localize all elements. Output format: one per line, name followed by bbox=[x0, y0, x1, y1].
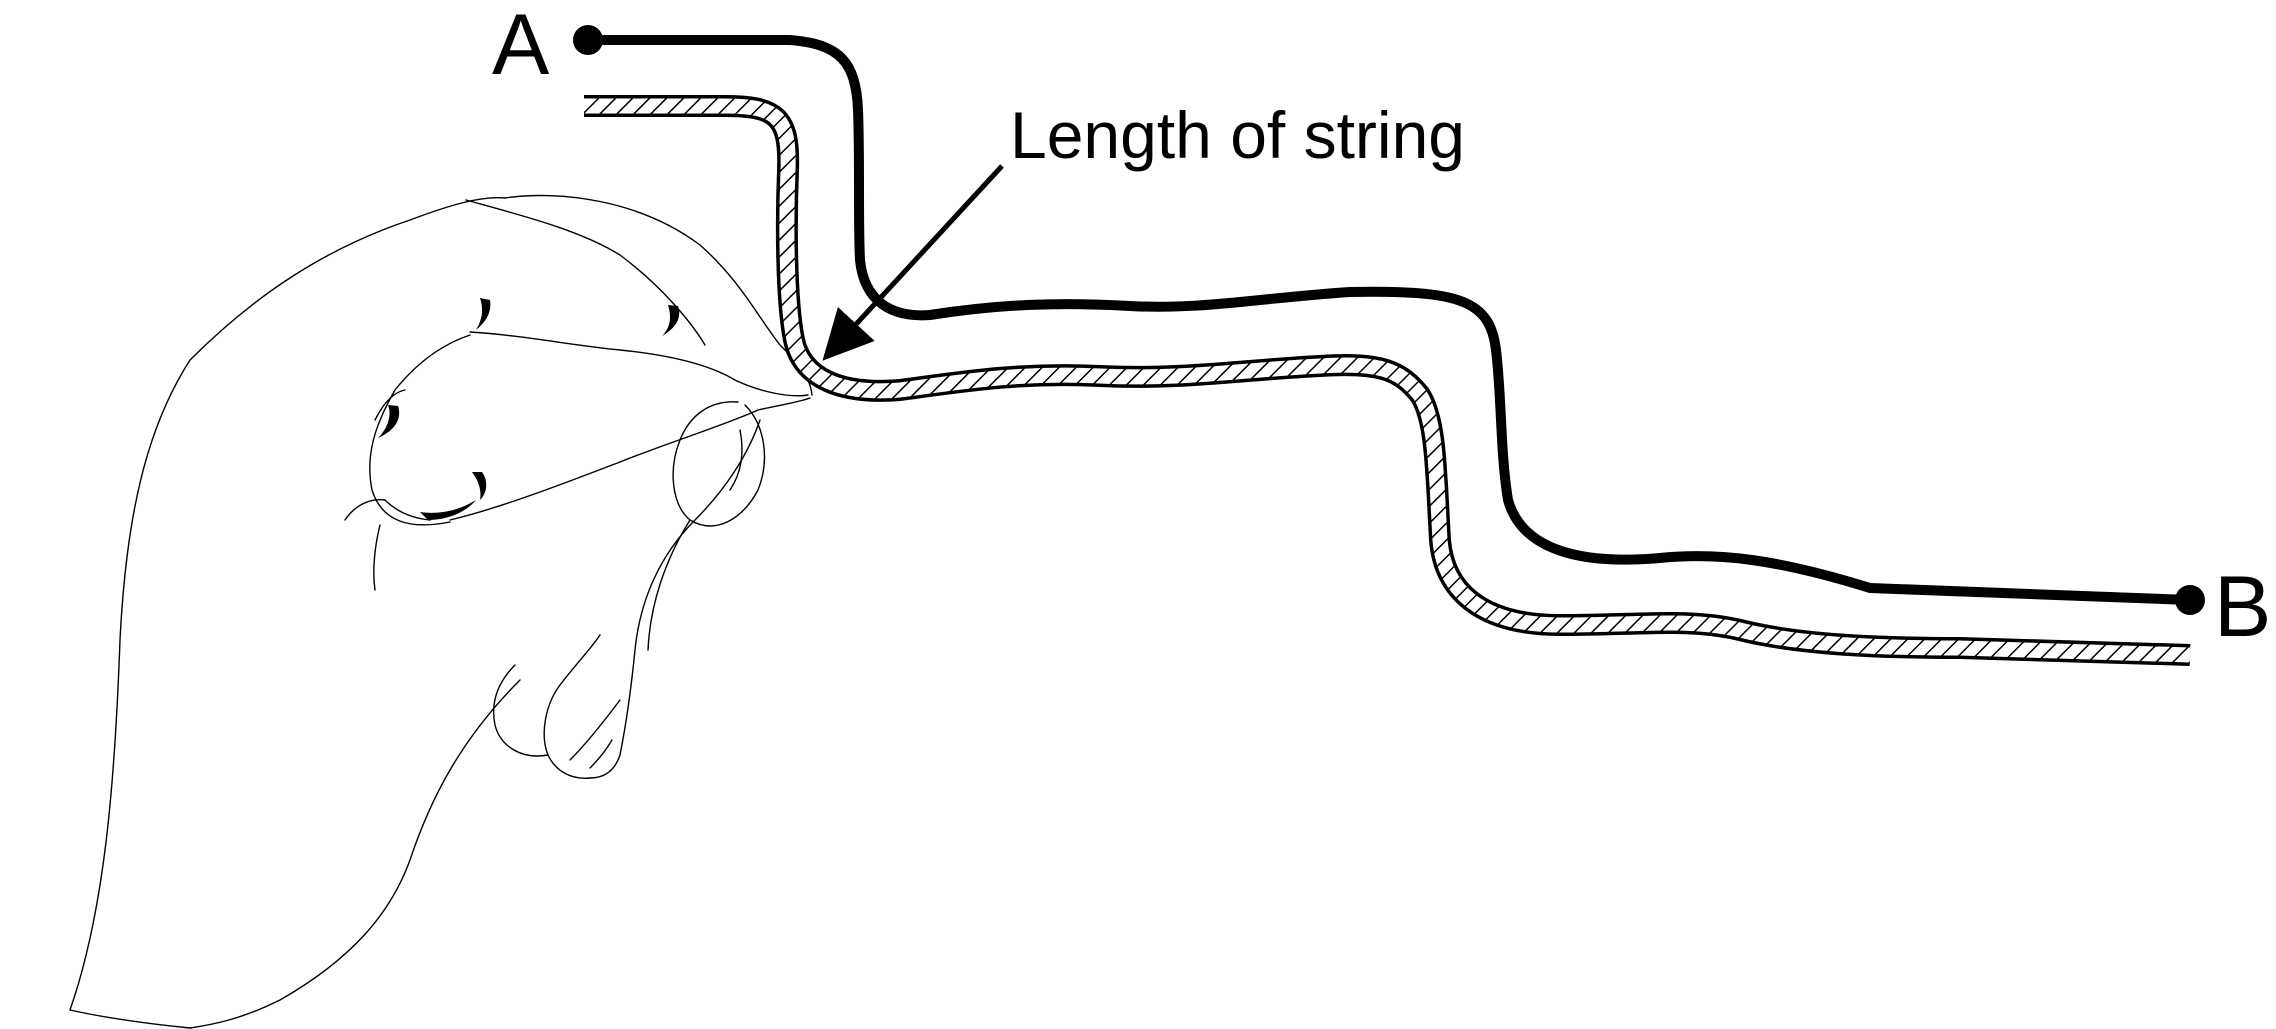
point-a-label: A bbox=[492, 0, 550, 93]
string-length-label: Length of string bbox=[1010, 98, 1465, 172]
hand-holding-string-icon bbox=[69, 194, 813, 1029]
point-a-dot bbox=[573, 25, 603, 55]
measured-path-a-to-b bbox=[585, 35, 2195, 605]
point-b-label: B bbox=[2214, 559, 2271, 655]
arrow-icon bbox=[822, 164, 1004, 361]
physical-string-hatch bbox=[584, 98, 2191, 663]
point-b-dot bbox=[2175, 585, 2205, 615]
